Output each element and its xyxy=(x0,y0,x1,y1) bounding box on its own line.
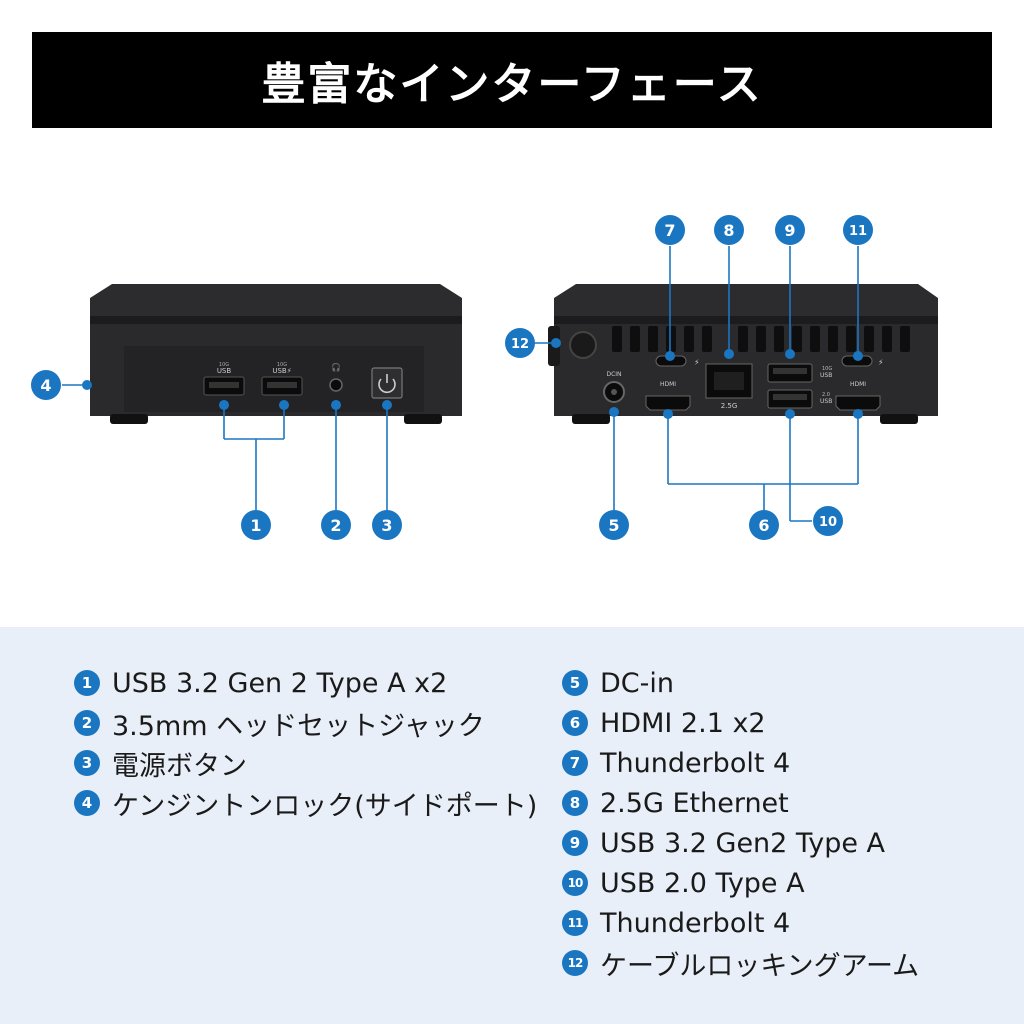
legend-item: 3 電源ボタン xyxy=(74,743,537,783)
svg-text:9: 9 xyxy=(784,221,795,240)
ethernet-port: 2.5G xyxy=(705,363,753,410)
legend-item: 8 2.5G Ethernet xyxy=(562,783,919,823)
thunderbolt-port-right: ⚡ xyxy=(841,355,884,367)
svg-text:3: 3 xyxy=(381,516,392,535)
legend-label: USB 2.0 Type A xyxy=(600,867,805,899)
legend-number-badge: 9 xyxy=(562,830,588,856)
vent-grille xyxy=(612,326,910,352)
svg-text:2: 2 xyxy=(330,516,341,535)
svg-text:1: 1 xyxy=(250,516,261,535)
legend-label: HDMI 2.1 x2 xyxy=(600,707,766,739)
back-callout-lines xyxy=(534,246,859,522)
front-usb-2-caption-top: 10G xyxy=(277,362,287,368)
legend-panel: 1 USB 3.2 Gen 2 Type A x2 2 3.5mm ヘッドセット… xyxy=(0,627,1024,1024)
callout-4: 4 xyxy=(31,370,61,400)
svg-text:USB: USB xyxy=(820,398,832,405)
svg-text:4: 4 xyxy=(40,376,51,395)
front-unit: 10G USB 10G USB⚡ 🎧 xyxy=(62,284,462,510)
legend-item: 9 USB 3.2 Gen2 Type A xyxy=(562,823,919,863)
legend-label: DC-in xyxy=(600,667,674,699)
legend-label: Thunderbolt 4 xyxy=(600,907,791,939)
callout-3: 3 xyxy=(372,510,402,540)
ethernet-label: 2.5G xyxy=(721,402,738,410)
svg-text:⚡: ⚡ xyxy=(694,358,700,367)
hdmi-port-right: HDMI xyxy=(835,381,881,411)
usb-port-lower: 2.0 USB xyxy=(767,389,832,409)
power-button xyxy=(371,367,403,399)
legend-item: 6 HDMI 2.1 x2 xyxy=(562,703,919,743)
legend-label: ケンジントンロック(サイドポート) xyxy=(112,790,538,822)
legend-number-badge: 11 xyxy=(562,910,588,936)
legend-label: 2.5G Ethernet xyxy=(600,787,789,819)
legend-right-column: 5 DC-in 6 HDMI 2.1 x2 7 Thunderbolt 4 8 … xyxy=(562,663,919,983)
legend-item: 1 USB 3.2 Gen 2 Type A x2 xyxy=(74,663,537,703)
hdmi-left-label: HDMI xyxy=(660,381,676,388)
svg-text:5: 5 xyxy=(608,516,619,535)
legend-number-badge: 6 xyxy=(562,710,588,736)
callout-7: 7 xyxy=(655,215,685,245)
callout-6: 6 xyxy=(749,510,779,540)
front-usb-port-1 xyxy=(203,376,245,396)
callout-12: 12 xyxy=(505,328,535,358)
callout-1: 1 xyxy=(241,510,271,540)
callout-11: 11 xyxy=(843,215,873,245)
legend-label: 3.5mm ヘッドセットジャック xyxy=(112,710,485,742)
svg-text:6: 6 xyxy=(758,516,769,535)
svg-text:2.0: 2.0 xyxy=(822,392,830,398)
legend-number-badge: 3 xyxy=(74,750,100,776)
callout-badges: 1 2 3 4 5 6 7 8 9 10 11 12 xyxy=(31,215,873,540)
callout-9: 9 xyxy=(775,215,805,245)
callout-2: 2 xyxy=(321,510,351,540)
legend-label: USB 3.2 Gen 2 Type A x2 xyxy=(112,667,448,699)
callout-5: 5 xyxy=(599,510,629,540)
legend-number-badge: 4 xyxy=(74,790,100,816)
hdmi-port-left: HDMI xyxy=(645,381,691,411)
legend-item: 5 DC-in xyxy=(562,663,919,703)
svg-text:8: 8 xyxy=(723,221,734,240)
thunderbolt-port-left: ⚡ xyxy=(655,355,700,367)
legend-item: 11 Thunderbolt 4 xyxy=(562,903,919,943)
front-callout-lines xyxy=(62,384,388,510)
dc-label: DCIN xyxy=(606,371,621,378)
legend-label: USB 3.2 Gen2 Type A xyxy=(600,827,886,859)
banner-title: 豊富なインターフェース xyxy=(261,59,763,110)
legend-item: 10 USB 2.0 Type A xyxy=(562,863,919,903)
svg-text:⚡: ⚡ xyxy=(878,358,884,367)
svg-text:12: 12 xyxy=(511,337,529,352)
legend-item: 7 Thunderbolt 4 xyxy=(562,743,919,783)
title-banner: 豊富なインターフェース xyxy=(32,32,992,128)
hdmi-right-label: HDMI xyxy=(850,381,866,388)
headset-jack: 🎧 xyxy=(329,362,343,392)
usb-port-upper: 10G USB xyxy=(767,363,832,383)
legend-number-badge: 5 xyxy=(562,670,588,696)
svg-text:USB: USB xyxy=(820,372,832,379)
svg-text:11: 11 xyxy=(849,224,867,239)
legend-label: Thunderbolt 4 xyxy=(600,747,791,779)
legend-label: 電源ボタン xyxy=(112,750,247,782)
front-usb-1-caption-top: 10G xyxy=(219,362,229,368)
legend-left-column: 1 USB 3.2 Gen 2 Type A x2 2 3.5mm ヘッドセット… xyxy=(74,663,537,823)
legend-number-badge: 12 xyxy=(562,950,588,976)
legend-item: 2 3.5mm ヘッドセットジャック xyxy=(74,703,537,743)
legend-label: ケーブルロッキングアーム xyxy=(600,950,920,982)
legend-number-badge: 7 xyxy=(562,750,588,776)
dc-in-port: DCIN xyxy=(603,371,625,403)
callout-8: 8 xyxy=(714,215,744,245)
front-usb-2-caption-bottom: USB⚡ xyxy=(272,367,291,375)
legend-number-badge: 8 xyxy=(562,790,588,816)
legend-item: 12 ケーブルロッキングアーム xyxy=(562,943,919,983)
svg-text:7: 7 xyxy=(664,221,675,240)
product-diagram: 10G USB 10G USB⚡ 🎧 xyxy=(31,215,938,540)
back-unit: DCIN ⚡ HDMI 2.5G 10G USB 2.0 xyxy=(534,246,938,522)
svg-text:10G: 10G xyxy=(822,366,832,372)
legend-number-badge: 2 xyxy=(74,710,100,736)
front-usb-1-caption-bottom: USB xyxy=(217,367,232,375)
legend-item: 4 ケンジントンロック(サイドポート) xyxy=(74,783,537,823)
svg-text:🎧: 🎧 xyxy=(331,362,341,372)
legend-number-badge: 10 xyxy=(562,870,588,896)
callout-10: 10 xyxy=(813,506,843,536)
front-usb-port-2 xyxy=(261,376,303,396)
legend-number-badge: 1 xyxy=(74,670,100,696)
svg-text:10: 10 xyxy=(819,515,837,530)
